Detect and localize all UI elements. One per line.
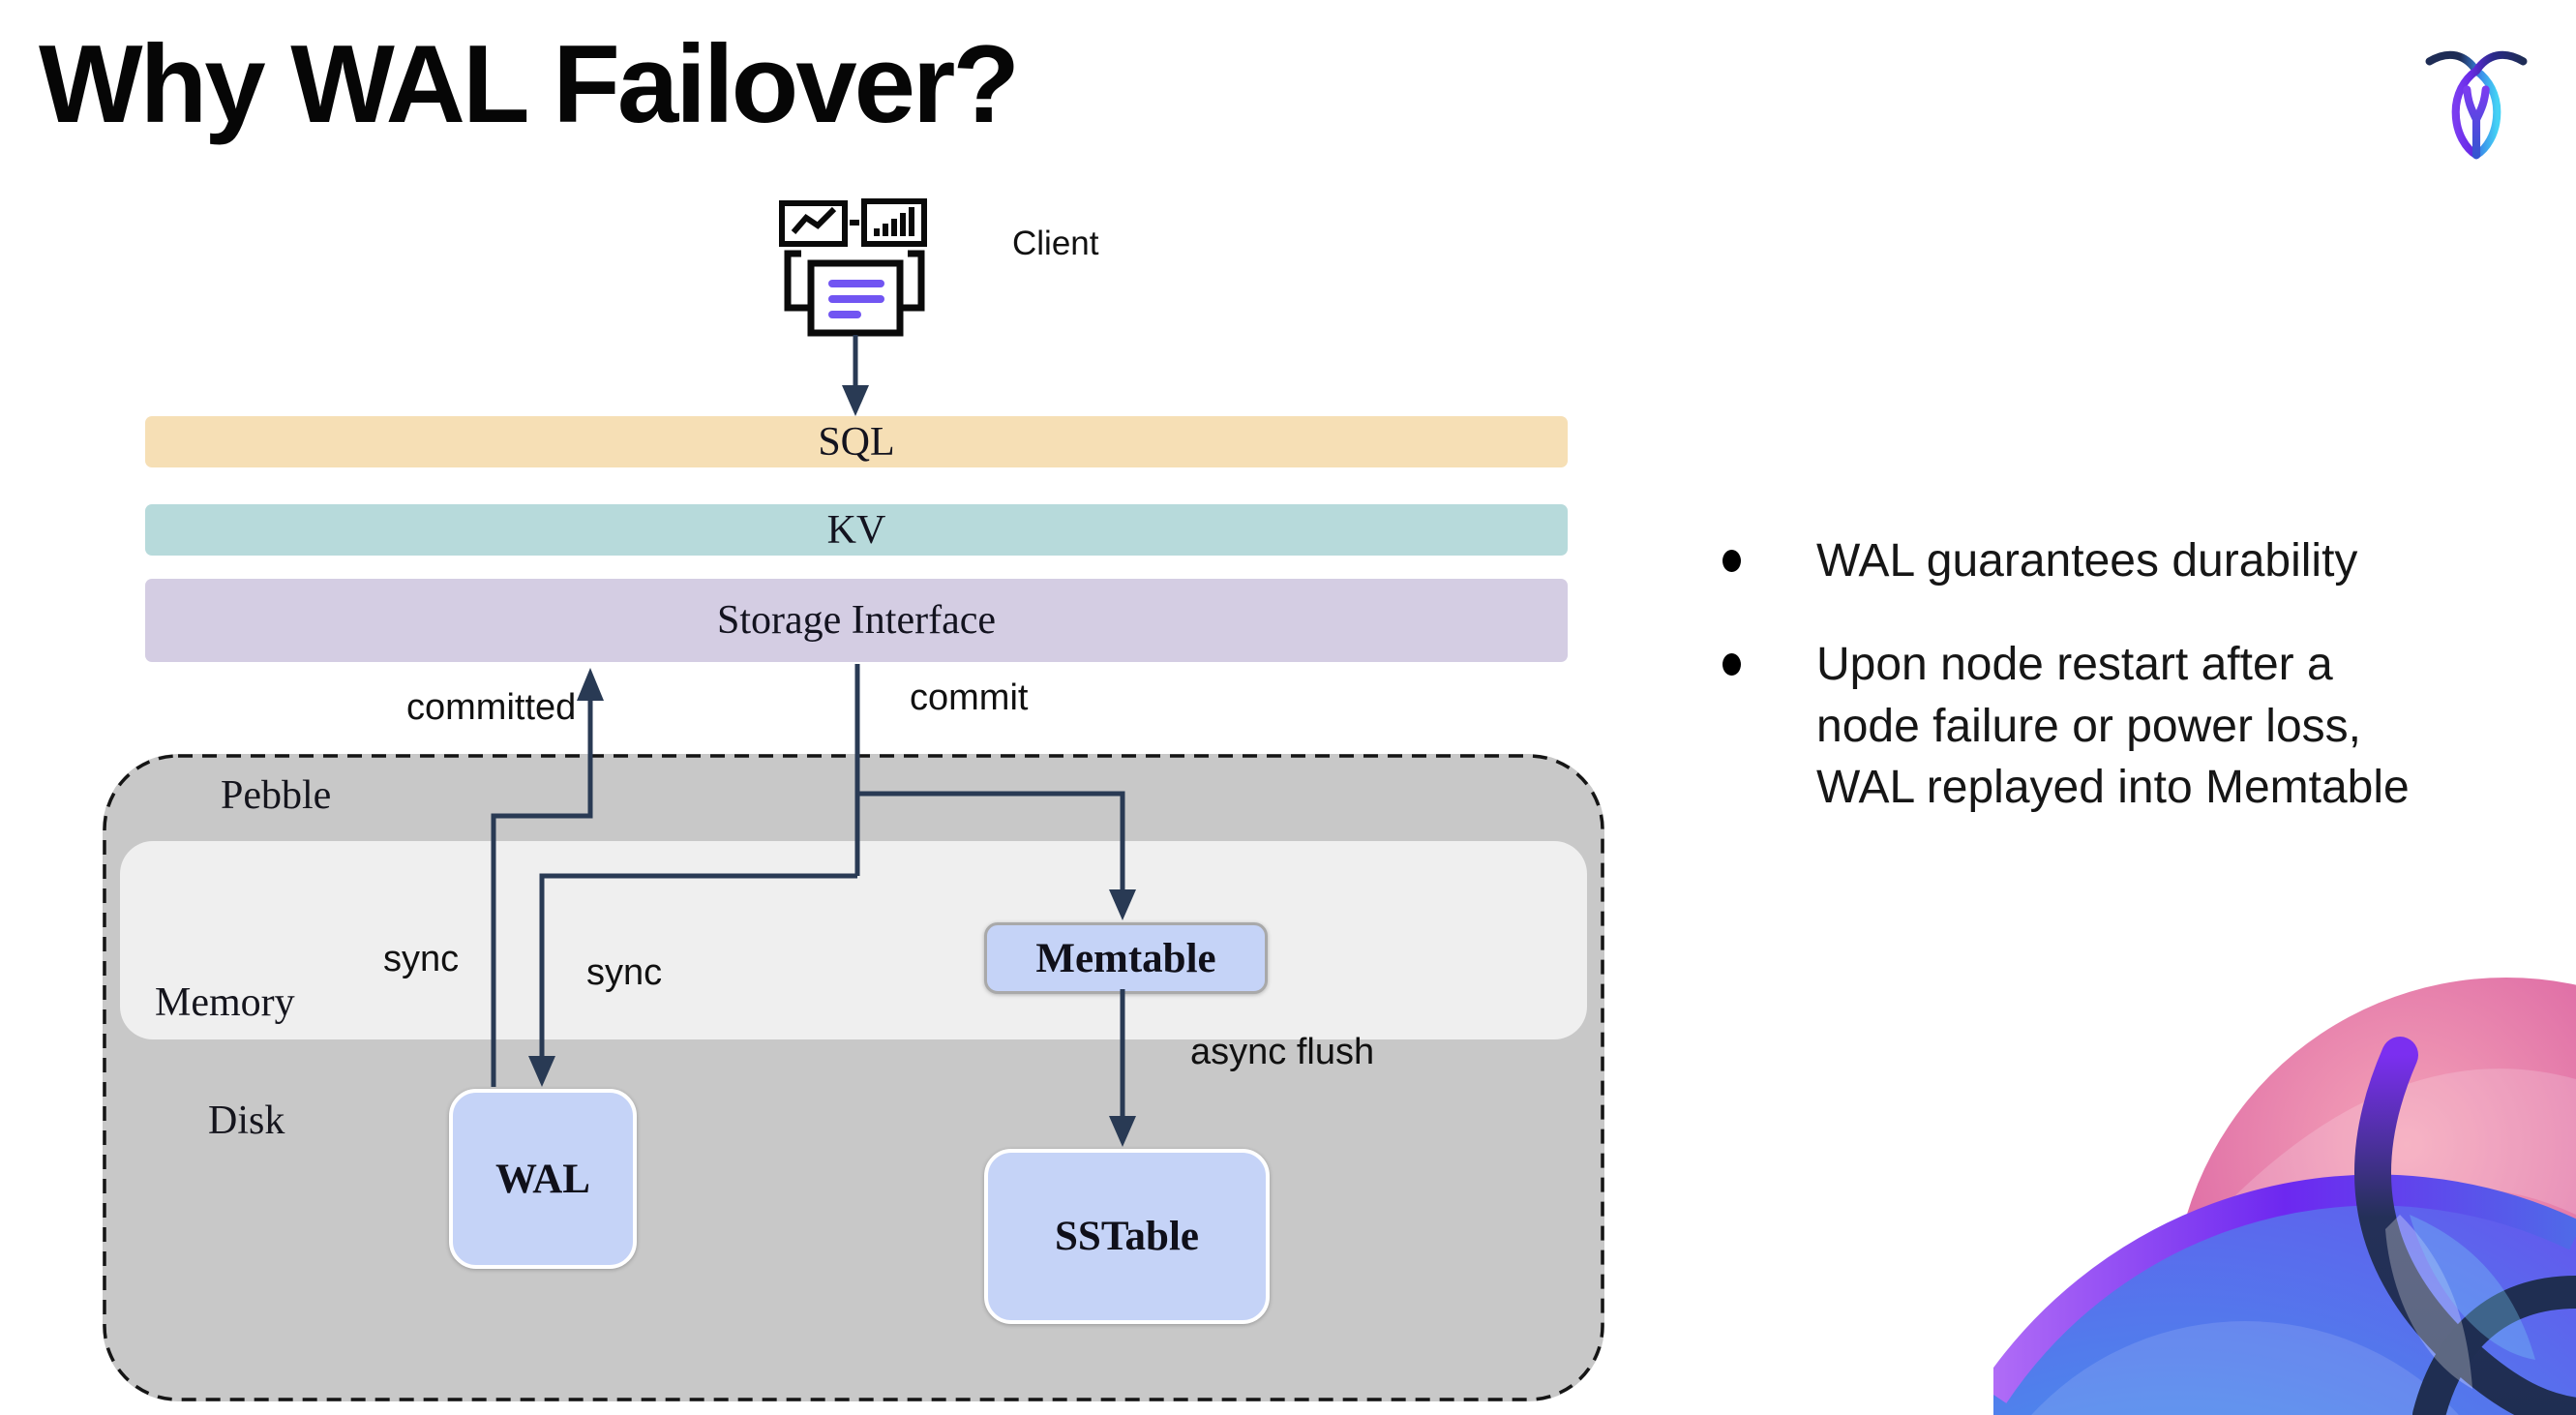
edge-label-sync-right: sync — [586, 952, 663, 993]
memtable-node: Memtable — [984, 922, 1268, 994]
art-navy-vein-2 — [2412, 1276, 2576, 1415]
art-navy-vein-1 — [2353, 1037, 2576, 1415]
bullet-dot — [1722, 550, 1741, 572]
cockroachdb-logo-icon — [2425, 50, 2528, 160]
art-purple-rim — [1993, 1174, 2576, 1403]
bullet-text-1: WAL guarantees durability — [1816, 530, 2357, 591]
document-brackets-icon — [784, 250, 925, 337]
bullet-2-line-3: WAL replayed into Memtable — [1816, 762, 2410, 814]
edge-label-sync-left: sync — [383, 939, 460, 979]
dash-connector — [850, 220, 859, 226]
arrowhead-client — [842, 385, 869, 416]
bullet-2-line-2: node failure or power loss, — [1816, 700, 2361, 752]
brand-art-decoration — [1993, 978, 2576, 1415]
layer-storage-label: Storage Interface — [717, 598, 996, 643]
page-title: Why WAL Failover? — [39, 23, 1020, 146]
art-leaf-highlight-1 — [2385, 1215, 2472, 1389]
art-blue-sphere — [1993, 1190, 2576, 1415]
edge-label-commit: commit — [910, 677, 1029, 718]
bullet-text-2: Upon node restart after a node failure o… — [1816, 634, 2410, 818]
bar-chart-window-icon — [861, 198, 927, 247]
bullet-2-line-1: Upon node restart after a — [1816, 639, 2333, 691]
bullet-1-line-1: WAL guarantees durability — [1816, 535, 2358, 587]
bullet-list: WAL guarantees durability Upon node rest… — [1722, 530, 2555, 818]
bullet-item-2: Upon node restart after a node failure o… — [1722, 634, 2555, 818]
bullet-dot — [1722, 653, 1741, 677]
wal-node: WAL — [449, 1089, 637, 1269]
bullet-item-1: WAL guarantees durability — [1722, 530, 2555, 591]
edge-label-committed: committed — [406, 687, 577, 728]
art-blue-inner-highlight — [2031, 1321, 2459, 1415]
layer-sql: SQL — [145, 416, 1568, 467]
memtable-node-label: Memtable — [1035, 935, 1216, 981]
disk-label: Disk — [208, 1099, 285, 1143]
art-leaf-highlight-2 — [2410, 1215, 2535, 1360]
layer-kv-label: KV — [826, 507, 886, 553]
edge-label-async-flush: async flush — [1190, 1032, 1375, 1072]
sstable-node: SSTable — [984, 1149, 1270, 1324]
layer-sql-label: SQL — [818, 419, 895, 465]
pebble-label: Pebble — [221, 773, 332, 818]
client-icon — [779, 198, 927, 337]
layer-kv: KV — [145, 504, 1568, 556]
memory-region — [120, 841, 1587, 1039]
layer-storage-interface: Storage Interface — [145, 579, 1568, 662]
sstable-node-label: SSTable — [1054, 1214, 1199, 1259]
wal-node-label: WAL — [495, 1156, 590, 1202]
arrowhead-committed — [577, 668, 604, 701]
memory-label: Memory — [155, 980, 295, 1025]
line-chart-window-icon — [779, 200, 848, 247]
client-label: Client — [1012, 225, 1099, 262]
